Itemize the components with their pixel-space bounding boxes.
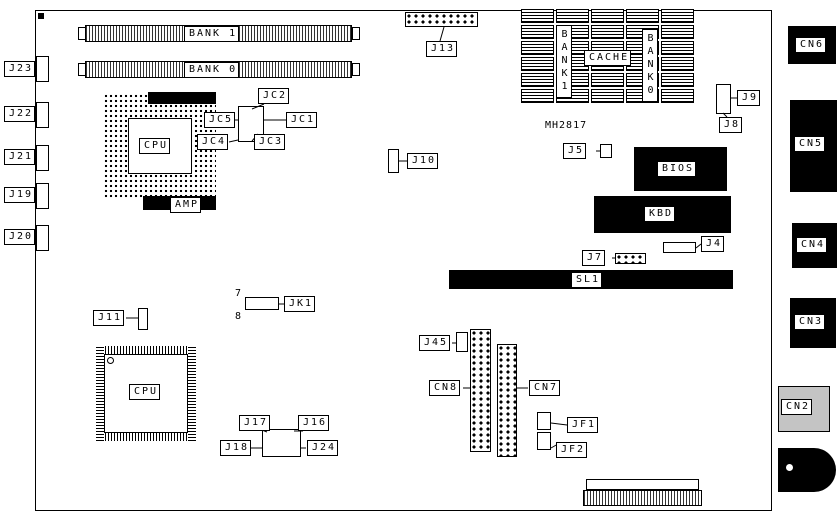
label-cpu-socket: CPU [139, 138, 171, 154]
cache-chip [521, 41, 554, 55]
cache-chip [661, 57, 694, 71]
label-pin7: 7 [235, 288, 243, 299]
power-connector-base [583, 490, 702, 506]
j45-connector [456, 332, 468, 352]
cache-chip [661, 9, 694, 23]
label-bios: BIOS [657, 161, 697, 177]
qfp-pin1-dot [107, 357, 114, 364]
power-connector-pins [586, 479, 699, 490]
label-cache: CACHE [584, 50, 632, 66]
cache-chip [591, 9, 624, 23]
j13-connector [405, 12, 478, 27]
label-j18: J18 [220, 440, 252, 456]
label-cn8: CN8 [429, 380, 461, 396]
j20-connector [36, 225, 49, 251]
label-j22: J22 [4, 106, 36, 122]
label-cn2: CN2 [781, 399, 813, 415]
label-j17: J17 [239, 415, 271, 431]
j7-connector [615, 253, 646, 264]
j21-connector [36, 145, 49, 171]
cache-chip [521, 89, 554, 103]
cache-chip [521, 25, 554, 39]
label-j11: J11 [93, 310, 125, 326]
label-pin8: 8 [235, 311, 243, 322]
label-j10: J10 [407, 153, 439, 169]
label-bank0: BANK 0 [184, 62, 240, 78]
label-j45: J45 [419, 335, 451, 351]
label-jc4: JC4 [197, 134, 229, 150]
label-cache-bank0: BANK0 [642, 29, 658, 102]
label-bank1: BANK 1 [184, 26, 240, 42]
label-j16: J16 [298, 415, 330, 431]
label-j19: J19 [4, 187, 36, 203]
cache-chip [661, 41, 694, 55]
label-j4: J4 [701, 236, 725, 252]
cache-chip [521, 57, 554, 71]
label-jc5: JC5 [204, 112, 236, 128]
qfp-pins-top [96, 346, 196, 354]
j17-jumper-block [262, 429, 301, 457]
label-cn4: CN4 [796, 237, 828, 253]
qfp-pins-bottom [96, 433, 196, 441]
jf1-connector [537, 412, 551, 430]
label-kbd: KBD [644, 206, 676, 222]
label-j20: J20 [4, 229, 36, 245]
din-keyboard-pin [786, 464, 793, 471]
cache-chip [521, 9, 554, 23]
label-jf1: JF1 [567, 417, 599, 433]
cn7-header [497, 344, 517, 457]
cache-chip [591, 73, 624, 87]
label-jf2: JF2 [556, 442, 588, 458]
cache-chip [591, 89, 624, 103]
cache-chip [661, 25, 694, 39]
j10-connector [388, 149, 399, 173]
cache-chip [556, 9, 589, 23]
jf2-connector [537, 432, 551, 450]
qfp-pins-left [96, 346, 104, 441]
label-j9: J9 [737, 90, 761, 106]
label-j5: J5 [563, 143, 587, 159]
label-j8: J8 [719, 117, 743, 133]
j11-connector [138, 308, 148, 330]
label-j13: J13 [426, 41, 458, 57]
din-keyboard-connector-barrel [792, 448, 836, 492]
label-cn3: CN3 [794, 314, 826, 330]
label-jc3: JC3 [254, 134, 286, 150]
label-cpu-qfp: CPU [129, 384, 161, 400]
j4-connector [663, 242, 696, 253]
label-sl1: SL1 [571, 272, 603, 288]
mounting-hole [38, 13, 44, 19]
cn8-header [470, 329, 491, 452]
cache-chip [521, 73, 554, 87]
label-cn6: CN6 [795, 37, 827, 53]
cache-chip [591, 25, 624, 39]
qfp-pins-right [188, 346, 196, 441]
label-cn5: CN5 [794, 136, 826, 152]
j5-connector [600, 144, 612, 158]
simm-end-cap [352, 63, 360, 76]
label-cache-bank1: BANK1 [556, 25, 572, 98]
j19-connector [36, 183, 49, 209]
chip-black-bar [148, 92, 216, 104]
jk1-connector [245, 297, 279, 310]
label-cn7: CN7 [529, 380, 561, 396]
label-jk1: JK1 [284, 296, 316, 312]
simm-end-cap [352, 27, 360, 40]
j8-j9-connector [716, 84, 731, 114]
j22-connector [36, 102, 49, 128]
cache-chip [626, 9, 659, 23]
label-j21: J21 [4, 149, 36, 165]
label-j23: J23 [4, 61, 36, 77]
label-j24: J24 [307, 440, 339, 456]
label-amp: AMP [170, 197, 202, 213]
label-mh2817: MH2817 [545, 120, 588, 131]
label-j7: J7 [582, 250, 606, 266]
cache-chip [661, 73, 694, 87]
label-jc1: JC1 [286, 112, 318, 128]
cache-chip [661, 89, 694, 103]
label-jc2: JC2 [258, 88, 290, 104]
